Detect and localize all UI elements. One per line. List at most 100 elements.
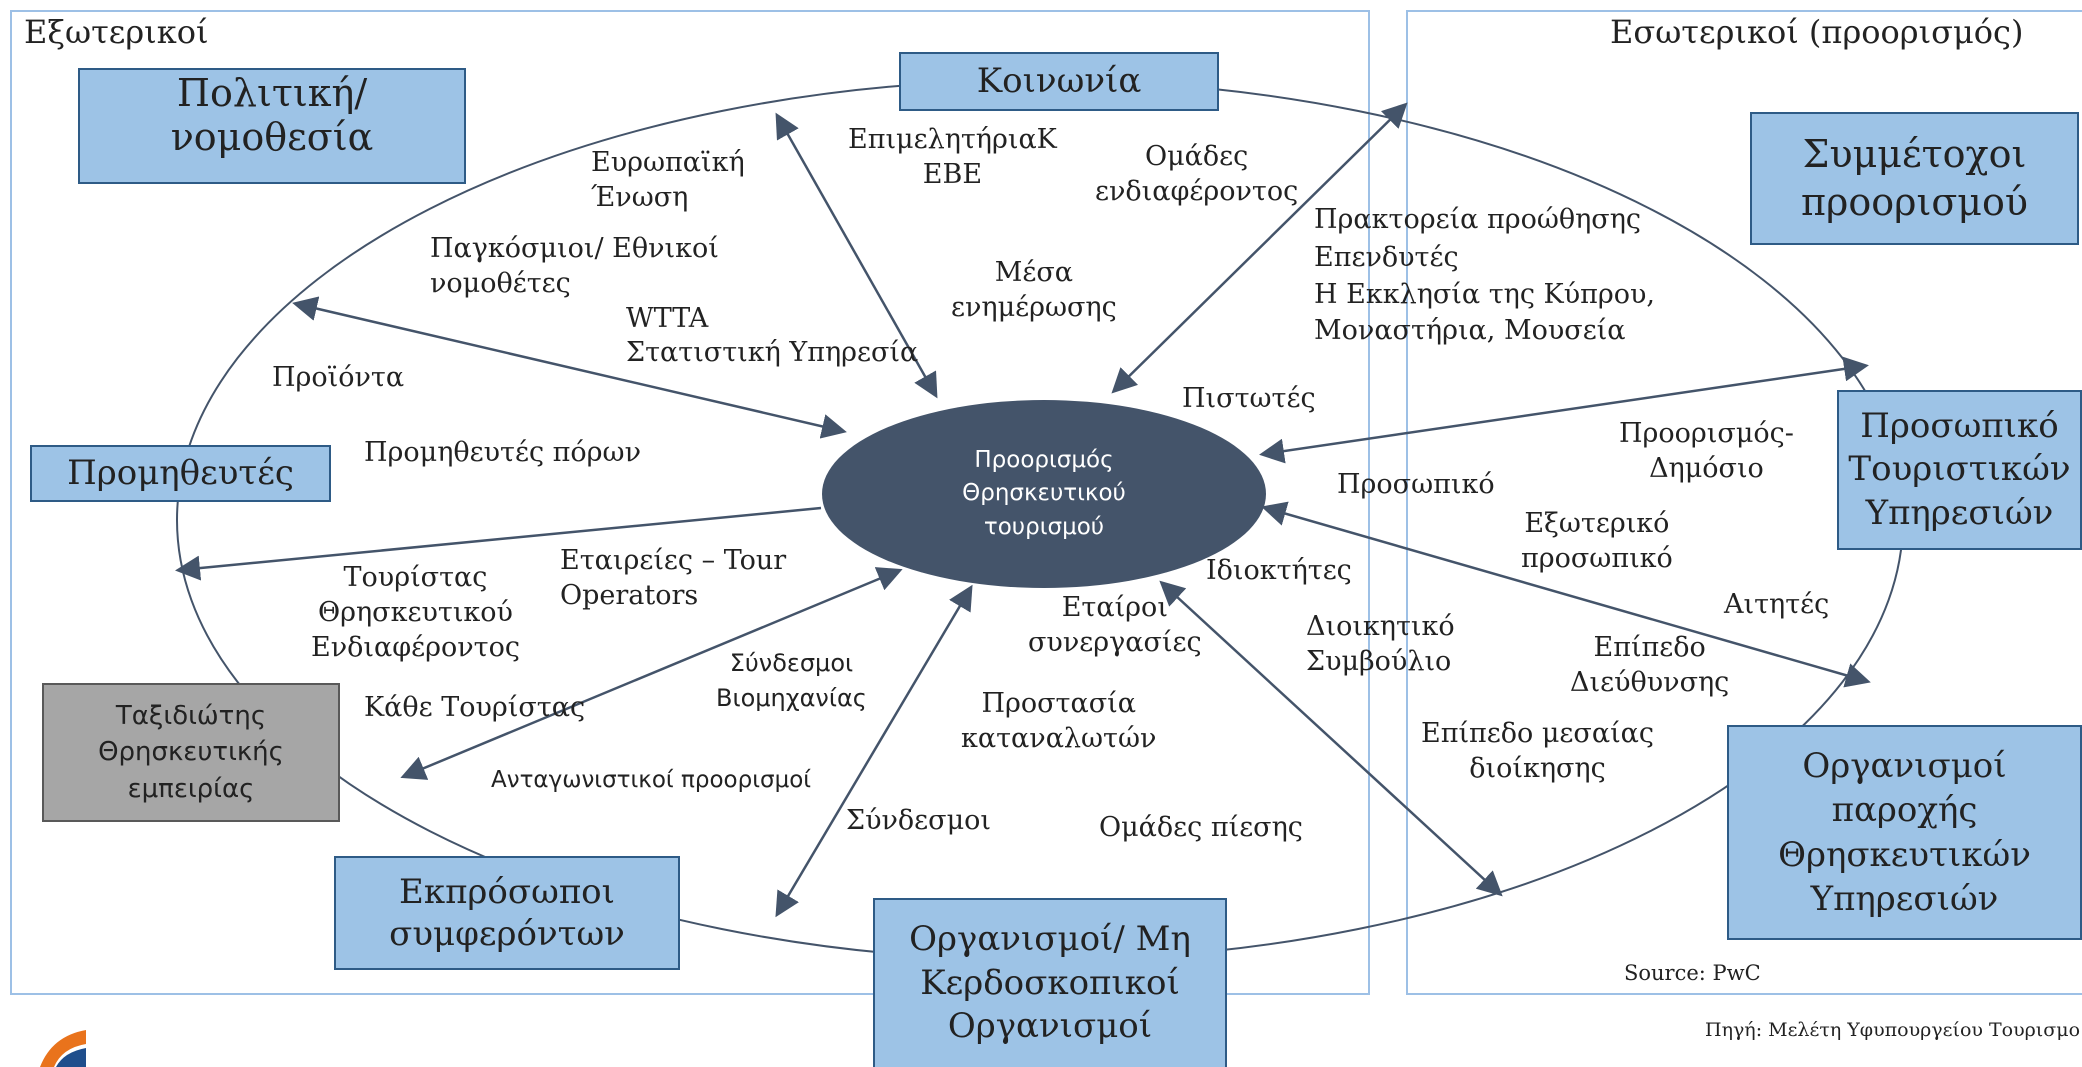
label-owners: Ιδιοκτήτες [1206,555,1352,586]
label-chambers-line-1: ΕπιμελητήριαΚ [848,124,1057,155]
box-religious-providers-line-2: παροχής [1831,790,1978,831]
box-nonprofits-line-1: Οργανισμοί/ Μη [909,919,1191,960]
arrow-eu [775,112,938,399]
label-companies-line-2: Operators [560,580,699,612]
label-companies-line-1: Εταιρείες – Tour [560,545,787,576]
box-politics: Πολιτική/ νομοθεσία [78,68,466,184]
label-consumer-protection-line-2: καταναλωτών [961,723,1157,755]
box-religious-providers: Οργανισμοί παροχής Θρησκευτικών Υπηρεσιώ… [1727,725,2082,940]
label-partners-line-1: Εταίροι [1061,592,1168,623]
label-middle-management-line-2: διοίκησης [1469,753,1606,785]
label-middle-management: Επίπεδο μεσαίας διοίκησης [1421,716,1654,786]
label-media-line-2: ενημέρωσης [951,292,1117,324]
center-line-3: τουρισμού [983,513,1105,540]
label-destination-public-line-1: Προορισμός- [1619,418,1794,449]
box-nonprofits-line-2: Κερδοσκοπικοί [920,962,1180,1003]
arrow-promotion [1111,102,1408,394]
box-religious-providers-line-3: Θρησκευτικών [1778,834,2031,875]
box-destination-partners-line-1: Συμμέτοχοι [1802,132,2027,176]
label-interest-groups: Ομάδες ενδιαφέροντος [1095,139,1298,209]
label-applicants: Αιτητές [1724,589,1830,620]
box-nonprofits-line-3: Οργανισμοί [947,1006,1153,1047]
label-statistics: Στατιστική Υπηρεσία [626,337,919,368]
label-monasteries: Μοναστήρια, Μουσεία [1314,315,1626,346]
label-competing-destinations: Ανταγωνιστικοί προορισμοί [491,767,812,793]
label-media: Μέσα ενημέρωσης [951,255,1117,325]
label-promotion: Πρακτορεία προώθησης [1314,204,1642,235]
box-tourism-staff-line-3: Υπηρεσιών [1865,492,2054,533]
center-destination: Προορισμός Θρησκευτικού τουρισμού [822,400,1266,588]
label-eu: Ευρωπαϊκή Ένωση [591,145,745,215]
arrow-suppliers [175,506,822,581]
box-traveler-line-3: εμπειρίας [127,773,255,804]
label-media-line-1: Μέσα [994,257,1074,288]
box-representatives-line-2: συμφερόντων [389,914,625,954]
box-politics-label: Πολιτική/ νομοθεσία [170,71,374,159]
label-board-line-1: Διοικητικό [1306,611,1455,642]
label-industry-associations-line-2: Βιομηχανίας [716,683,867,712]
label-religious-tourist-line-1: Τουρίστας [343,562,488,593]
label-partners: Εταίροι συνεργασίες [1028,590,1202,660]
box-society: Κοινωνία [899,52,1219,111]
box-representatives-line-1: Εκπρόσωποι [399,871,615,912]
label-religious-tourist-line-3: Ενδιαφέροντος [311,632,520,664]
box-tourism-staff-line-2: Τουριστικών [1848,449,2071,490]
center-line-2: Θρησκευτικού [962,480,1126,507]
label-interest-groups-line-1: Ομάδες [1144,141,1249,172]
label-external-staff: Εξωτερικό προσωπικό [1521,506,1673,576]
box-suppliers: Προμηθευτές [30,445,331,502]
label-every-tourist: Κάθε Τουρίστας [364,692,586,723]
label-industry-associations: Σύνδεσμοι Βιομηχανίας [716,646,867,716]
center-line-1: Προορισμός [974,446,1114,473]
footer-source: Πηγή: Μελέτη Υφυπουργείου Τουρισμο [1705,1019,2081,1041]
label-chambers-line-2: ΕΒΕ [922,159,983,191]
label-management-line-2: Διεύθυνσης [1570,667,1730,699]
box-religious-providers-line-1: Οργανισμοί [1802,746,2007,787]
box-tourism-staff: Προσωπικό Τουριστικών Υπηρεσιών [1837,390,2082,550]
box-tourism-staff-line-1: Προσωπικό [1860,405,2059,446]
label-destination-public: Προορισμός- Δημόσιο [1619,416,1794,486]
label-legislators: Παγκόσμιοι/ Εθνικοί νομοθέτες [430,231,719,301]
box-traveler-line-1: Ταξιδιώτης [115,700,267,731]
box-traveler-line-2: Θρησκευτικής [98,737,284,768]
arrow-owners [1159,580,1503,897]
box-nonprofits: Οργανισμοί/ Μη Κερδοσκοπικοί Οργανισμοί [873,898,1227,1067]
label-management: Επίπεδο Διεύθυνσης [1570,630,1729,700]
label-consumer-protection-line-1: Προστασία [981,688,1136,719]
label-external-staff-line-2: προσωπικό [1521,543,1673,575]
label-legislators-line-2: νομοθέτες [430,268,571,300]
label-board: Διοικητικό Συμβούλιο [1306,609,1455,679]
label-external-staff-line-1: Εξωτερικό [1524,508,1670,539]
label-eu-line-2: Ένωση [591,182,689,214]
label-eu-line-1: Ευρωπαϊκή [591,147,745,178]
label-chambers: ΕπιμελητήριαΚ ΕΒΕ [848,122,1057,192]
label-pressure-groups: Ομάδες πίεσης [1099,812,1303,843]
box-representatives: Εκπρόσωποι συμφερόντων [334,856,680,970]
label-companies: Εταιρείες – Tour Operators [560,543,786,613]
arrow-staff [1259,356,1869,464]
label-management-line-1: Επίπεδο [1593,632,1706,663]
box-destination-partners-line-2: προορισμού [1801,179,2028,224]
label-destination-public-line-2: Δημόσιο [1649,453,1764,485]
box-traveler: Ταξιδιώτης Θρησκευτικής εμπειρίας [42,683,340,822]
arrow-management [1261,501,1871,688]
label-board-line-2: Συμβούλιο [1306,646,1452,678]
logo [0,1022,86,1067]
label-consumer-protection: Προστασία καταναλωτών [961,686,1156,756]
arrow-partners [775,584,973,918]
arrow-legislators [292,296,847,439]
internal-panel-title: Εσωτερικοί (προορισμός) [1610,13,2024,51]
label-church: Η Εκκλησία της Κύπρου, [1314,279,1655,310]
label-associations: Σύνδεσμοι [846,805,991,836]
label-middle-management-line-1: Επίπεδο μεσαίας [1421,718,1655,749]
box-destination-partners: Συμμέτοχοι προορισμού [1750,112,2079,245]
label-creditors: Πιστωτές [1182,383,1316,414]
external-panel-title: Εξωτερικοί [24,13,209,51]
label-religious-tourist-line-2: Θρησκευτικού [317,597,513,629]
box-society-label: Κοινωνία [976,60,1142,101]
label-products: Προϊόντα [272,362,405,393]
source-note: Source: PwC [1624,961,1761,985]
label-industry-associations-line-1: Σύνδεσμοι [729,649,854,677]
label-religious-tourist: Τουρίστας Θρησκευτικού Ενδιαφέροντος [311,560,520,665]
box-religious-providers-line-4: Υπηρεσιών [1810,878,1999,919]
